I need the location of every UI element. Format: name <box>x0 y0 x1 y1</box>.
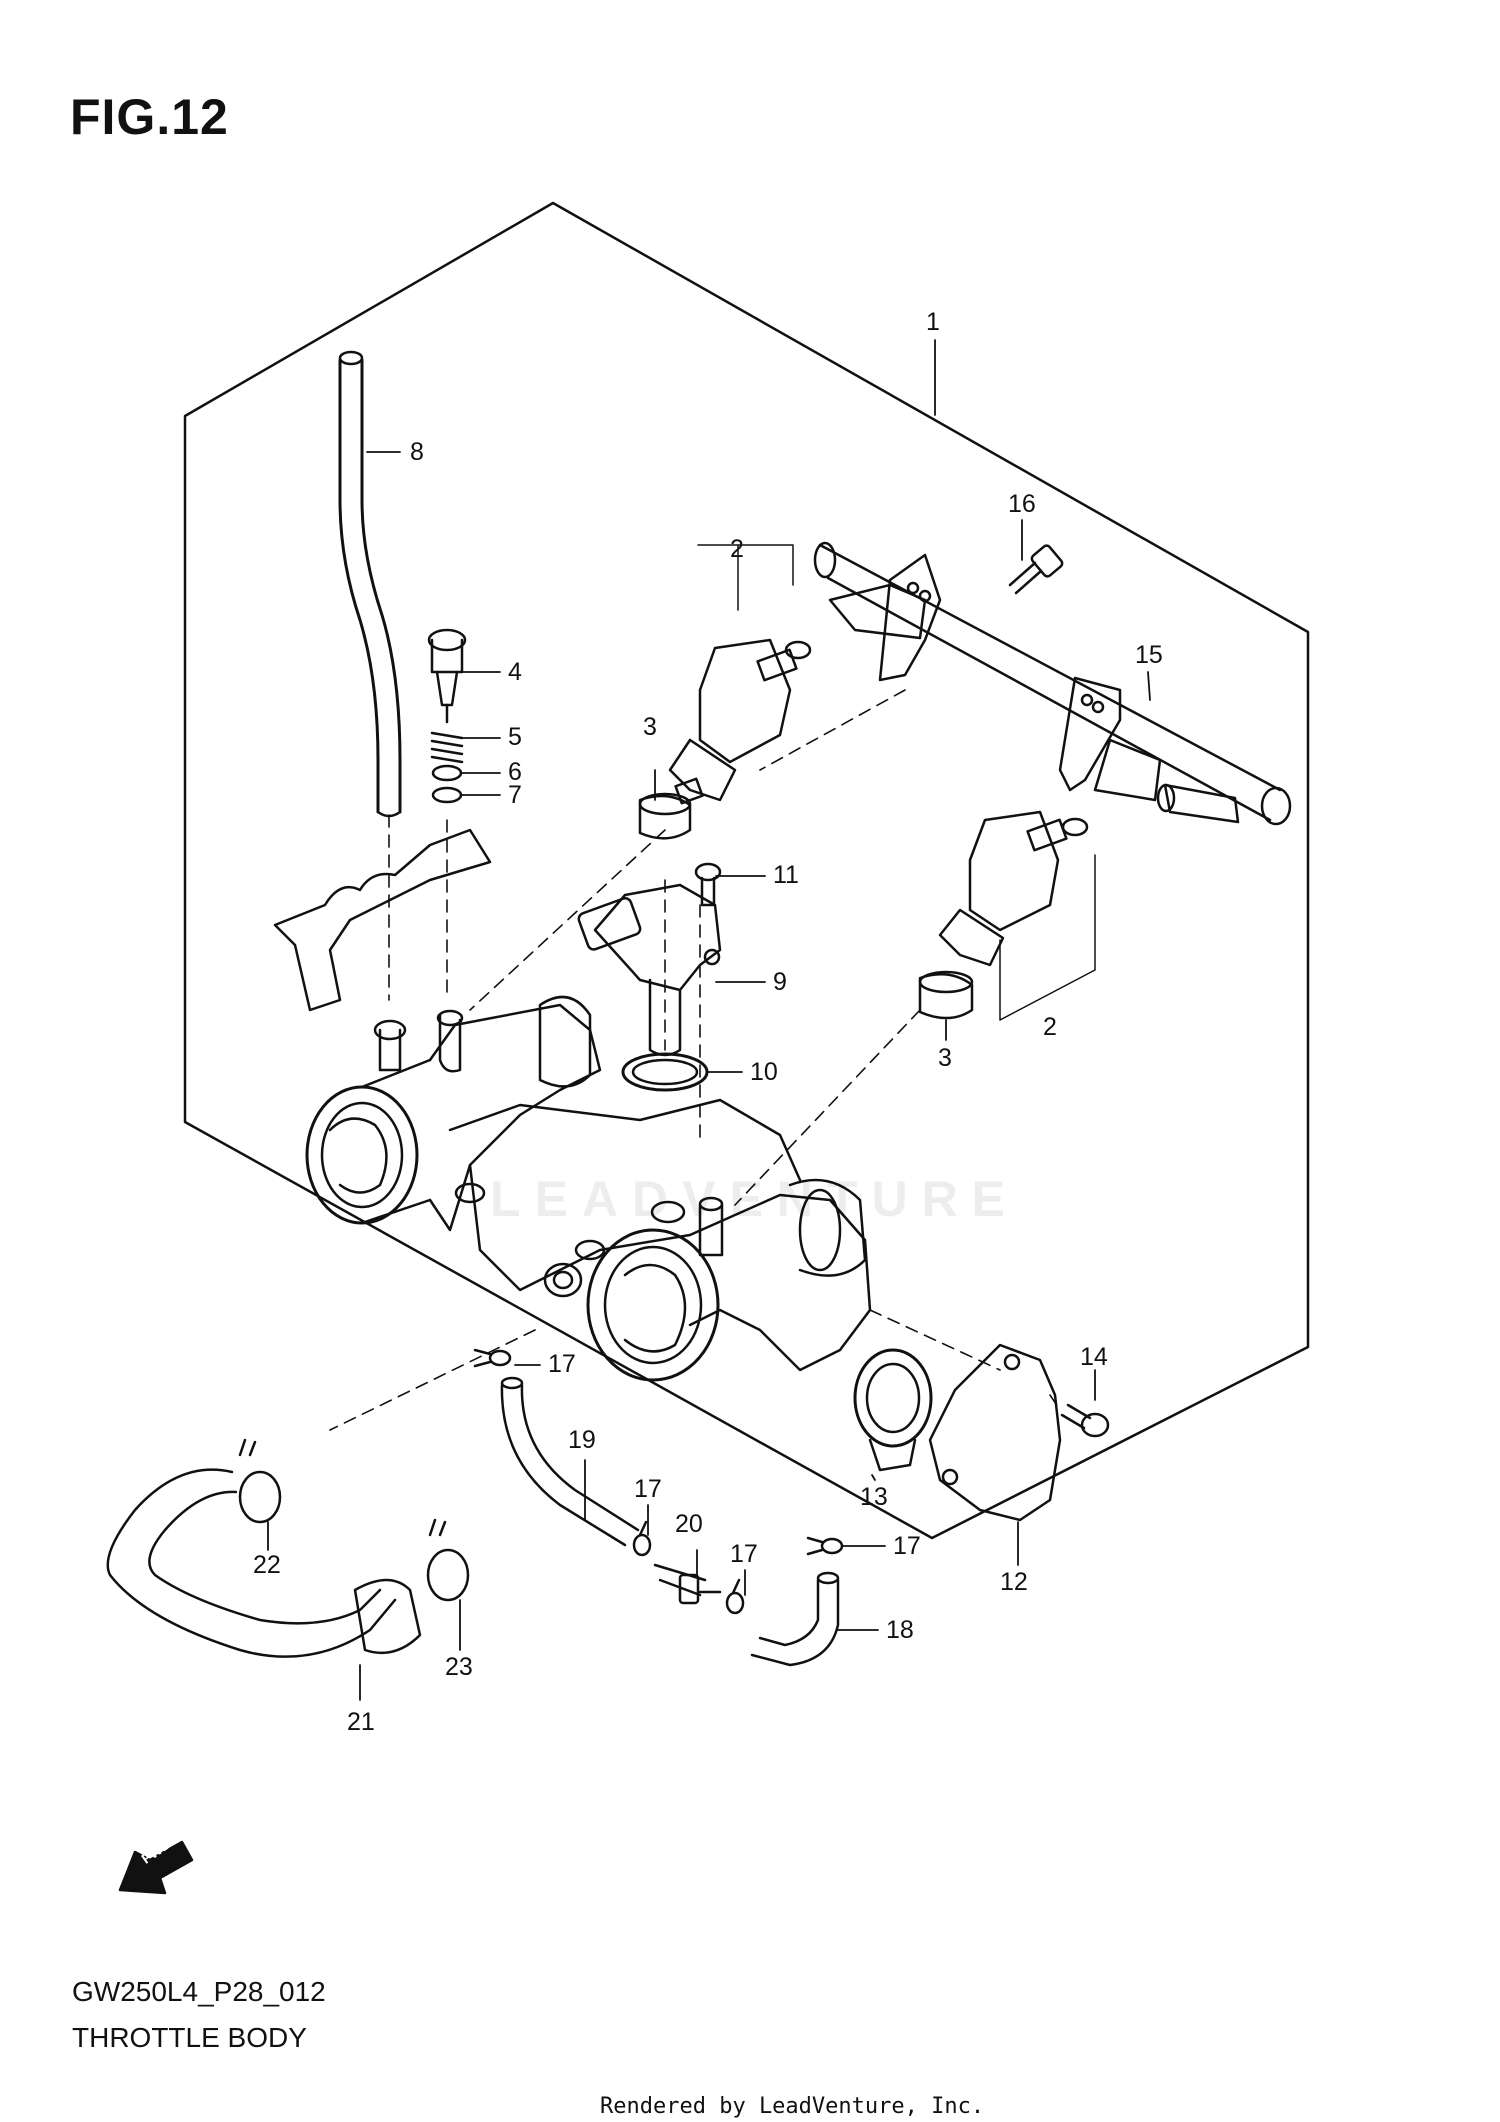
callout-18: 18 <box>886 1616 914 1644</box>
callout-4: 4 <box>508 658 522 686</box>
screw-14 <box>1060 1403 1110 1438</box>
injector-upper <box>668 544 812 805</box>
callout-10: 10 <box>750 1058 778 1086</box>
callout-17-d: 17 <box>893 1532 921 1560</box>
callout-16: 16 <box>1008 490 1036 518</box>
callout-19: 19 <box>568 1426 596 1454</box>
callout-5: 5 <box>508 723 522 751</box>
hose-19 <box>500 1376 640 1547</box>
callout-2-lower: 2 <box>1043 1013 1057 1041</box>
cover-12 <box>928 1343 1062 1522</box>
joint-20 <box>653 1563 722 1605</box>
callout-12: 12 <box>1000 1568 1028 1596</box>
callout-3-upper: 3 <box>643 713 657 741</box>
figure-title: FIG.12 <box>70 89 229 145</box>
callout-7: 7 <box>508 781 522 809</box>
throttle-body <box>305 995 872 1382</box>
clip-17-d <box>806 1536 844 1556</box>
hose-21 <box>106 1468 422 1658</box>
callout-17-a: 17 <box>548 1350 576 1378</box>
injector-lower <box>938 810 1096 1021</box>
callout-20: 20 <box>675 1510 703 1538</box>
seal-3-upper <box>638 792 692 840</box>
clip-17-a <box>473 1348 512 1368</box>
render-credit: Rendered by LeadVenture, Inc. <box>600 2094 985 2119</box>
o-ring-7 <box>431 786 463 804</box>
clamp-22 <box>238 1438 282 1524</box>
clip-17-b <box>632 1520 652 1557</box>
fuel-rail-15 <box>813 541 1292 826</box>
callout-22: 22 <box>253 1551 281 1579</box>
washer-6 <box>431 764 463 782</box>
callout-17-c: 17 <box>730 1540 758 1568</box>
hose-8 <box>338 350 402 818</box>
figure-name: THROTTLE BODY <box>72 2022 307 2053</box>
callout-1: 1 <box>926 308 940 336</box>
callout-14: 14 <box>1080 1343 1108 1371</box>
screw-11 <box>694 862 722 907</box>
callout-15: 15 <box>1135 641 1163 669</box>
clip-17-c <box>725 1578 745 1615</box>
fwd-arrow <box>118 1840 194 1895</box>
callout-23: 23 <box>445 1653 473 1681</box>
assembly-boundary <box>183 201 1310 1540</box>
callout-11: 11 <box>773 861 799 889</box>
bolt-16 <box>1008 544 1064 595</box>
cable-bracket <box>273 828 492 1012</box>
callout-2-upper: 2 <box>730 535 744 563</box>
callout-17-b: 17 <box>634 1475 662 1503</box>
pilot-screw-4 <box>427 628 467 724</box>
tp-sensor-9 <box>577 883 722 1057</box>
callout-6: 6 <box>508 758 522 786</box>
model-code: GW250L4_P28_012 <box>72 1976 326 2007</box>
callout-9: 9 <box>773 968 787 996</box>
callout-13: 13 <box>860 1483 888 1511</box>
spring-5 <box>430 731 464 764</box>
callout-3-lower: 3 <box>938 1044 952 1072</box>
hose-18 <box>750 1571 840 1667</box>
watermark: LEADVENTURE <box>490 1171 1020 1227</box>
seal-3-lower <box>918 970 974 1020</box>
clamp-23 <box>426 1518 470 1602</box>
callout-21: 21 <box>347 1708 375 1736</box>
callout-8: 8 <box>410 438 424 466</box>
coupling-13 <box>853 1348 933 1472</box>
